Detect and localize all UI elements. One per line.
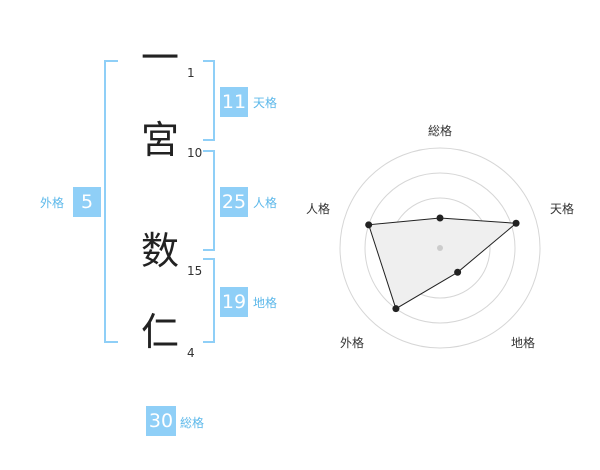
stroke-count-1: 1	[187, 66, 195, 80]
gaikaku-bracket	[104, 60, 118, 343]
radar-ring	[339, 147, 541, 349]
gaikaku-label: 外格	[40, 196, 65, 210]
jinkaku-bracket	[203, 150, 215, 251]
radar-axis-label-soukaku: 総格	[428, 124, 453, 138]
radar-axis-label-chikaku: 地格	[511, 336, 536, 350]
radar-point	[512, 219, 520, 227]
radar-points	[365, 214, 520, 313]
chikaku-label: 地格	[253, 296, 278, 310]
radar-series-area	[368, 217, 518, 310]
name-char-2: 宮	[140, 118, 179, 162]
soukaku-label: 総格	[180, 416, 205, 430]
soukaku-value: 30	[146, 406, 176, 436]
radar-point	[454, 268, 462, 276]
chikaku-value: 19	[220, 287, 248, 317]
radar-axis-label-gaikaku: 外格	[340, 336, 365, 350]
stroke-count-4: 4	[187, 346, 195, 360]
radar-axis-label-tenkaku: 天格	[550, 202, 575, 216]
name-char-1: 一	[140, 36, 179, 80]
name-char-4: 仁	[140, 310, 179, 354]
tenkaku-value: 11	[220, 87, 248, 117]
radar-point	[365, 221, 373, 229]
name-char-3: 数	[140, 229, 179, 273]
radar-point	[436, 214, 444, 222]
radar-ring	[364, 172, 516, 324]
radar-axis-label-jinkaku: 人格	[306, 202, 331, 216]
tenkaku-label: 天格	[253, 96, 278, 110]
jinkaku-value: 25	[220, 187, 248, 217]
tenkaku-bracket	[203, 60, 215, 141]
radar-point	[392, 305, 400, 313]
jinkaku-label: 人格	[253, 196, 278, 210]
radar-center-dot	[437, 245, 443, 251]
stroke-count-3: 15	[187, 264, 203, 278]
stroke-count-2: 10	[187, 146, 203, 160]
gaikaku-value: 5	[73, 187, 101, 217]
chikaku-bracket	[203, 258, 215, 343]
